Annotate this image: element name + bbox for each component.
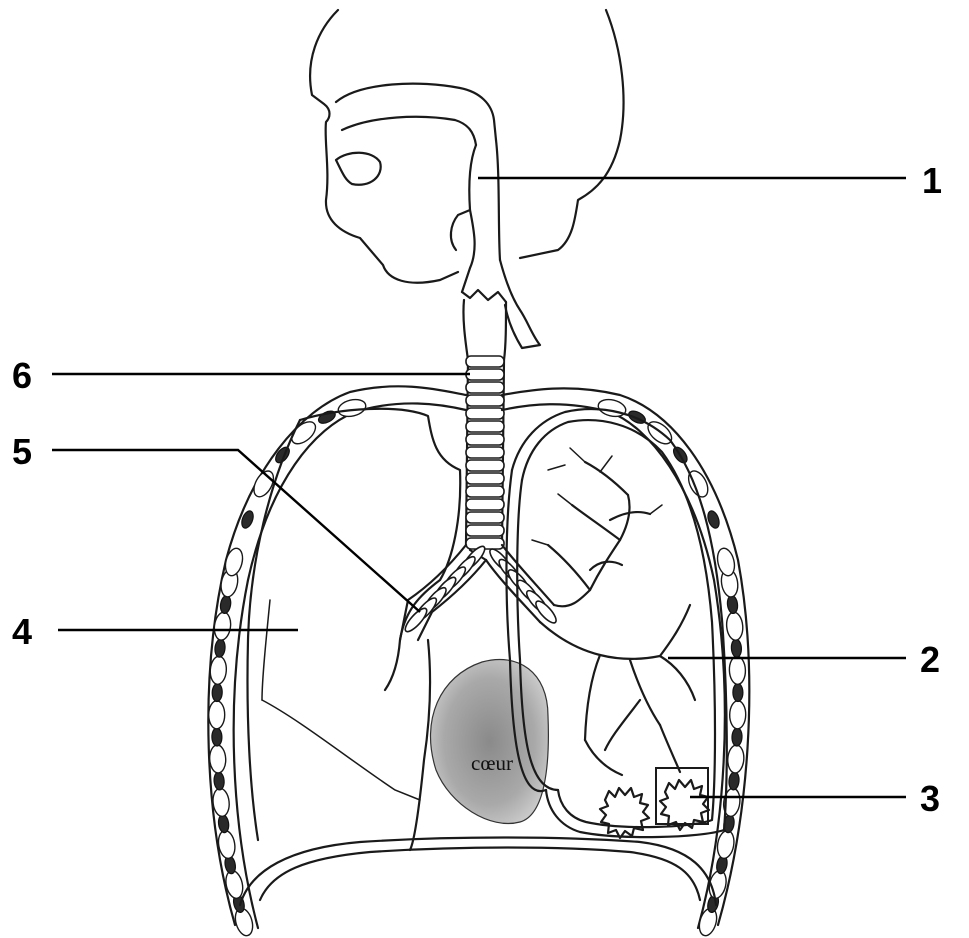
trachea-ring: [466, 447, 504, 458]
trachea-ring: [466, 395, 504, 406]
rib-cartilage: [219, 595, 232, 614]
trachea-ring: [466, 525, 504, 536]
rib-bone: [715, 829, 735, 859]
label-2: 2: [920, 639, 940, 680]
rib-cartilage: [731, 639, 742, 658]
rib-bone: [209, 745, 226, 774]
right-bronchus: [486, 545, 559, 626]
rib-bone: [696, 906, 719, 937]
rib-bone: [727, 744, 745, 773]
trachea-ring: [466, 486, 504, 497]
trachea-ring: [466, 369, 504, 380]
rib-cartilage: [733, 683, 743, 701]
rib-bone: [337, 397, 368, 419]
rib-bone: [725, 612, 743, 641]
rib-cartilage: [213, 772, 224, 791]
bronchial-tree: [532, 448, 695, 775]
trachea-ring: [466, 356, 504, 367]
head-outline: [310, 10, 623, 283]
rib-bone: [212, 788, 231, 818]
rib-bone: [232, 906, 255, 937]
trachea-ring: [466, 499, 504, 510]
rib-cartilage: [217, 814, 229, 833]
rib-bone: [209, 701, 225, 729]
label-4: 4: [12, 611, 32, 652]
rib-cartilage: [726, 595, 738, 614]
rib-bone: [729, 656, 746, 685]
left-bronchus: [400, 544, 488, 640]
label-6: 6: [12, 355, 32, 396]
trachea: [463, 300, 506, 549]
bronchus-ring: [533, 598, 559, 625]
label-5: 5: [12, 431, 32, 472]
rib-cartilage: [212, 728, 222, 746]
trachea-ring: [466, 421, 504, 432]
label-3: 3: [920, 778, 940, 819]
trachea-ring: [466, 473, 504, 484]
rib-bone: [597, 397, 628, 419]
trachea-ring: [466, 434, 504, 445]
trachea-ring: [466, 382, 504, 393]
rib-cartilage: [214, 639, 226, 658]
trachea-ring: [466, 408, 504, 419]
heart-label: cœur: [471, 751, 513, 775]
label-1: 1: [922, 160, 942, 201]
rib-bone: [729, 701, 746, 729]
rib-cartilage: [732, 728, 743, 746]
rib-cartilage: [728, 771, 740, 790]
rib-cartilage: [212, 683, 223, 701]
trachea-ring: [466, 512, 504, 523]
heart: cœur: [431, 659, 549, 823]
diaphragm: [240, 838, 716, 906]
rib-bone: [209, 656, 227, 685]
nasal-oral-cavity: [336, 84, 500, 260]
pharynx-esophagus: [462, 210, 540, 348]
trachea-ring: [466, 460, 504, 471]
